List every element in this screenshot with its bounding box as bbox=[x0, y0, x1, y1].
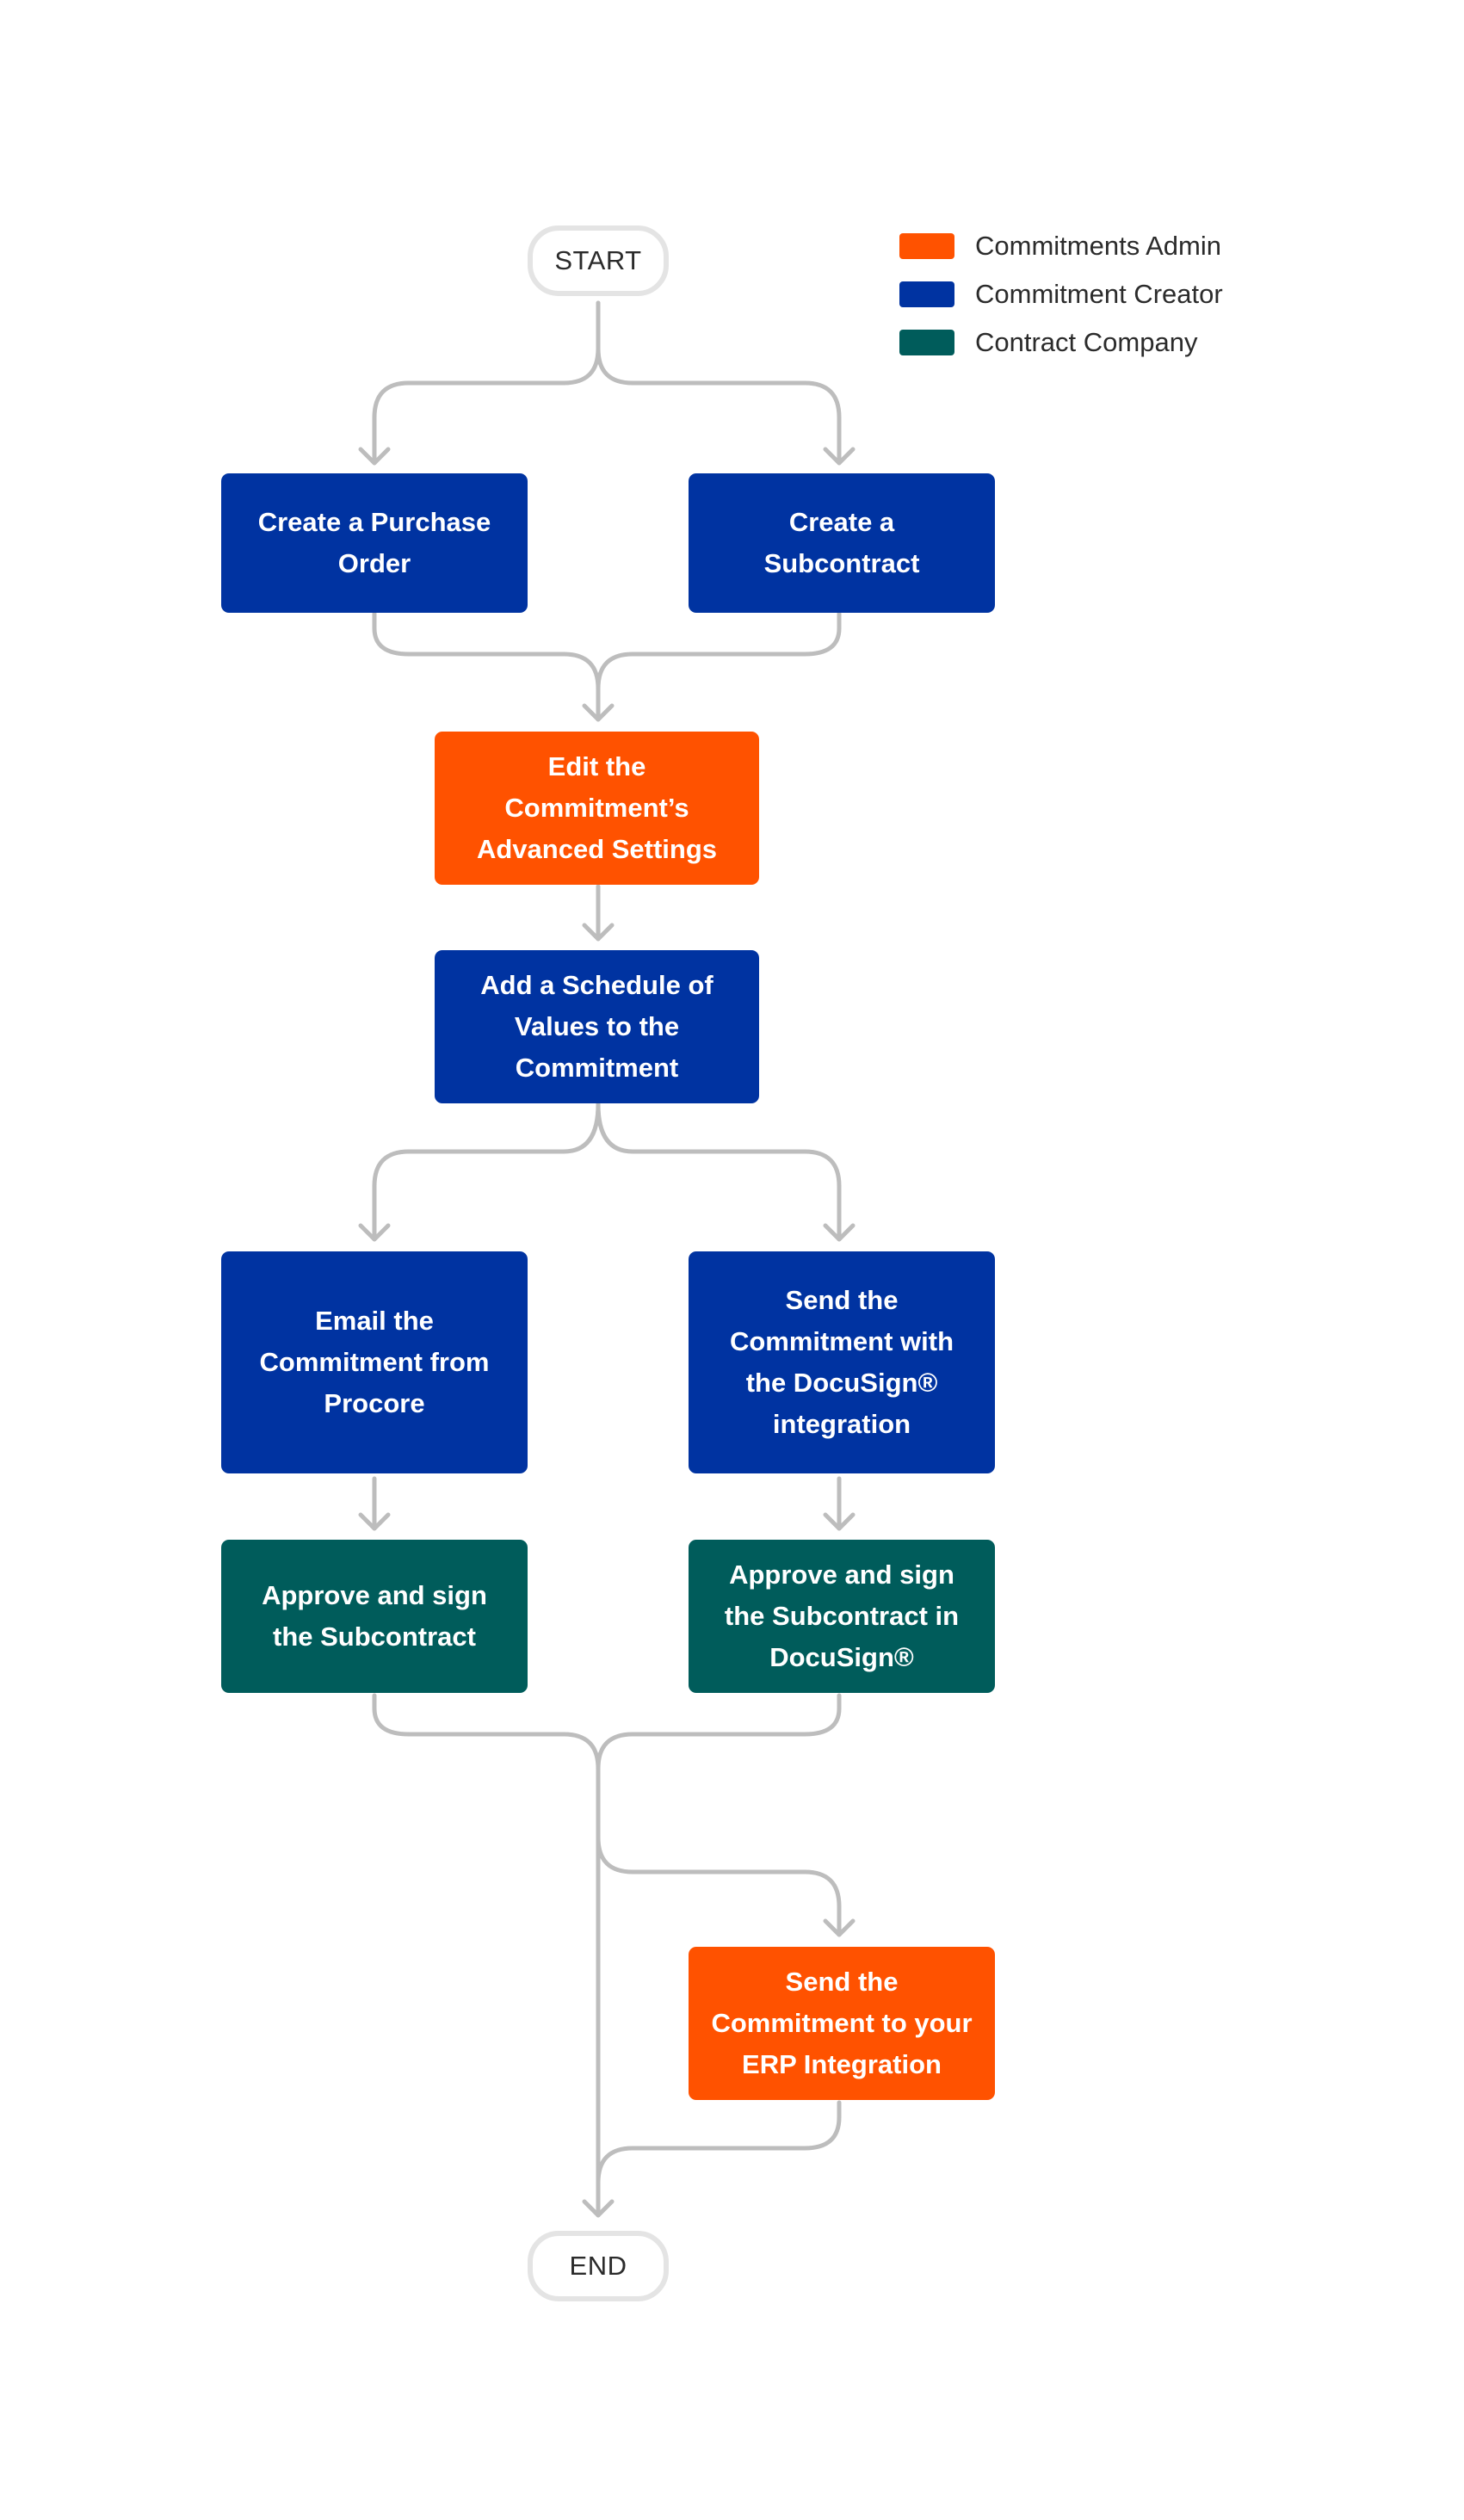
connector-start-to-po bbox=[372, 300, 601, 466]
start-terminal: START bbox=[528, 225, 669, 296]
legend-swatch-admin bbox=[899, 233, 954, 259]
arrowhead-end bbox=[582, 2199, 615, 2218]
arrowhead-sub bbox=[823, 447, 856, 466]
connector-start-to-sub bbox=[596, 300, 842, 466]
step-add-schedule-of-values: Add a Schedule of Values to the Commitme… bbox=[435, 950, 759, 1103]
arrowhead-email bbox=[358, 1223, 391, 1242]
step-approve-sign-docusign: Approve and sign the Subcontract in Docu… bbox=[689, 1540, 995, 1693]
legend-label: Contract Company bbox=[975, 327, 1198, 357]
arrowhead-po bbox=[358, 447, 391, 466]
legend-item-commitments-admin: Commitments Admin bbox=[899, 229, 1221, 263]
legend-swatch-creator bbox=[899, 281, 954, 307]
legend-swatch-company bbox=[899, 330, 954, 355]
connector-sov-to-email bbox=[372, 1102, 601, 1242]
connector-sov-to-docusign bbox=[596, 1102, 842, 1242]
arrowhead-docusign bbox=[823, 1223, 856, 1242]
arrowhead-edit bbox=[582, 703, 615, 722]
connector-po-to-edit bbox=[372, 611, 601, 722]
arrowhead-erp bbox=[823, 1918, 856, 1937]
arrowhead-approve-docusign bbox=[823, 1512, 856, 1531]
step-create-purchase-order: Create a Purchase Order bbox=[221, 473, 528, 613]
legend-item-commitment-creator: Commitment Creator bbox=[899, 277, 1223, 312]
step-email-commitment: Email the Commitment from Procore bbox=[221, 1251, 528, 1473]
connector-to-erp bbox=[596, 1835, 842, 1937]
legend-label: Commitments Admin bbox=[975, 231, 1221, 261]
step-send-to-erp: Send the Commitment to your ERP Integrat… bbox=[689, 1947, 995, 2100]
legend-item-contract-company: Contract Company bbox=[899, 325, 1197, 360]
arrowhead-approve bbox=[358, 1512, 391, 1531]
connector-approve-merge-left bbox=[372, 1693, 601, 1771]
connector-erp-to-end bbox=[596, 2100, 842, 2185]
connector-sub-to-edit bbox=[596, 611, 842, 691]
connector-approve-merge-right bbox=[596, 1693, 842, 1771]
step-send-docusign: Send the Commitment with the DocuSign® i… bbox=[689, 1251, 995, 1473]
legend-label: Commitment Creator bbox=[975, 279, 1223, 309]
arrowhead-sov bbox=[582, 923, 615, 942]
step-approve-sign-subcontract: Approve and sign the Subcontract bbox=[221, 1540, 528, 1693]
step-edit-advanced-settings: Edit the Commitment’s Advanced Settings bbox=[435, 732, 759, 885]
step-create-subcontract: Create a Subcontract bbox=[689, 473, 995, 613]
end-terminal: END bbox=[528, 2231, 669, 2301]
